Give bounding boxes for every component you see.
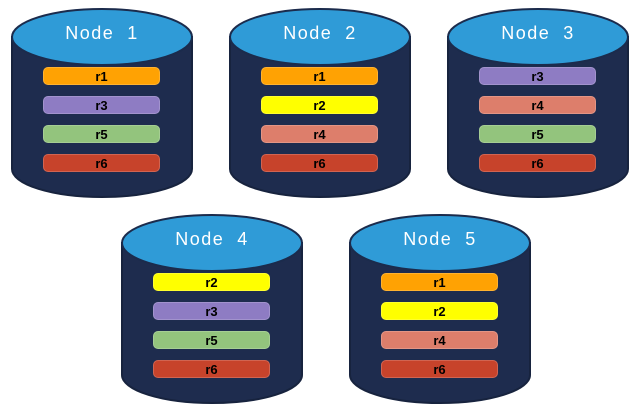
node-title: Node 1 xyxy=(65,23,139,43)
node-4: Node 4 r2 r3 r5 r6 xyxy=(120,212,304,408)
replica-bar: r3 xyxy=(479,67,596,85)
node-title: Node 4 xyxy=(175,229,249,249)
cylinder-top xyxy=(229,8,411,66)
replica-bar: r1 xyxy=(43,67,160,85)
replica-bar: r1 xyxy=(261,67,378,85)
node-2: Node 2 r1 r2 r4 r6 xyxy=(228,6,412,202)
replica-bar: r6 xyxy=(381,360,498,378)
replica-bar: r2 xyxy=(261,96,378,114)
node-title: Node 2 xyxy=(283,23,357,43)
node-title: Node 3 xyxy=(501,23,575,43)
replica-bar: r4 xyxy=(261,125,378,143)
replica-bar: r4 xyxy=(381,331,498,349)
cylinder-top xyxy=(447,8,629,66)
replica-bar: r2 xyxy=(381,302,498,320)
node-1: Node 1 r1 r3 r5 r6 xyxy=(10,6,194,202)
replica-bar: r6 xyxy=(153,360,270,378)
replica-bar: r6 xyxy=(43,154,160,172)
node-5: Node 5 r1 r2 r4 r6 xyxy=(348,212,532,408)
replica-bar: r3 xyxy=(153,302,270,320)
replica-bar: r4 xyxy=(479,96,596,114)
replica-bar: r1 xyxy=(381,273,498,291)
replica-bar: r6 xyxy=(479,154,596,172)
replica-bar: r5 xyxy=(153,331,270,349)
replica-bar: r6 xyxy=(261,154,378,172)
cylinder-top xyxy=(349,214,531,272)
replica-bar: r3 xyxy=(43,96,160,114)
replica-bar: r5 xyxy=(479,125,596,143)
replica-bar: r5 xyxy=(43,125,160,143)
replica-bar: r2 xyxy=(153,273,270,291)
node-title: Node 5 xyxy=(403,229,477,249)
cylinder-top xyxy=(11,8,193,66)
node-3: Node 3 r3 r4 r5 r6 xyxy=(446,6,630,202)
cylinder-top xyxy=(121,214,303,272)
